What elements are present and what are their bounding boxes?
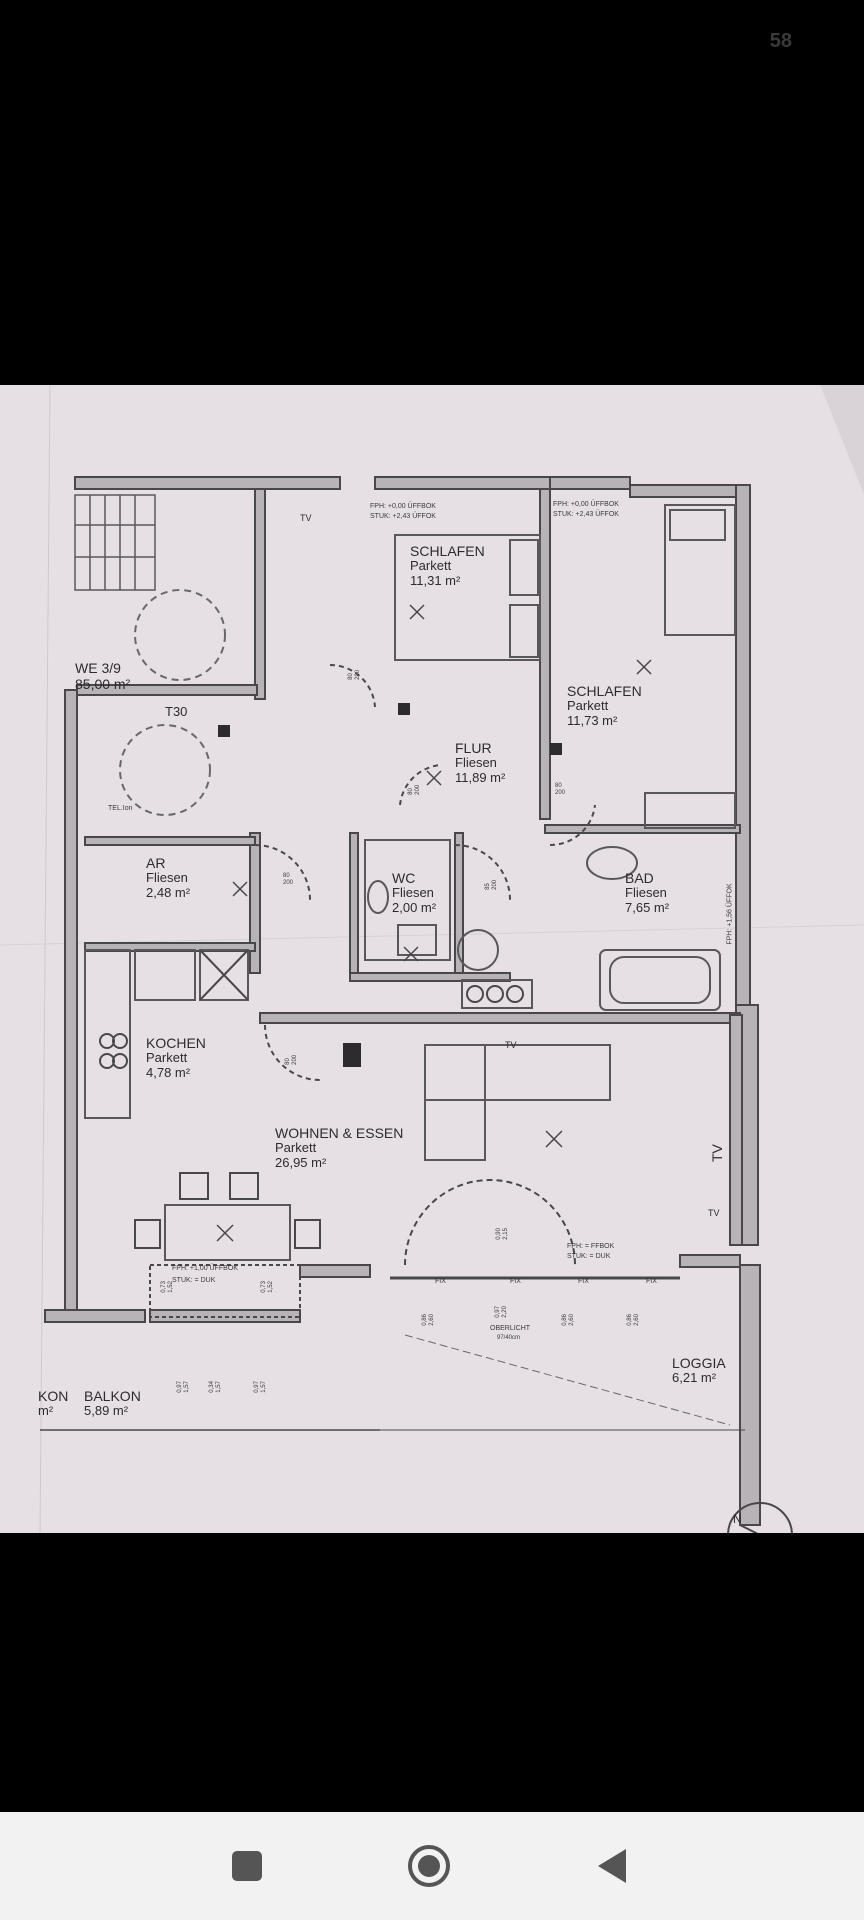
dim-door-3: 80 200 <box>555 783 566 796</box>
note-stuk-4: STUK: = DUK <box>172 1277 216 1284</box>
dim-window-3: 0,86 2,60 <box>561 1314 575 1326</box>
back-button[interactable] <box>588 1842 636 1890</box>
recents-button[interactable] <box>223 1842 271 1890</box>
dim-window-2: 0,97 2,20 <box>494 1306 508 1318</box>
room-loggia: LOGGIA 6,21 m² <box>672 1355 726 1386</box>
room-schlafen-1: SCHLAFEN Parkett 11,31 m² <box>410 543 485 589</box>
dim-window-1: 0,86 2,60 <box>421 1314 435 1326</box>
note-fph-1: FPH: +0,00 ÜFFBOK <box>370 503 436 510</box>
note-tv-wall: TV <box>708 1144 725 1162</box>
note-fix-4: FIX <box>646 1278 657 1285</box>
dim-door-1: 80 200 <box>348 669 362 680</box>
dim-window-4: 0,86 2,60 <box>626 1314 640 1326</box>
floor-plan-drawing <box>0 385 864 1533</box>
note-stuk-3: STUK: = DUK <box>567 1253 611 1260</box>
note-tv-sat: TV <box>708 1208 720 1218</box>
note-tv-2: TV <box>505 1040 517 1050</box>
dim-kitchen-window-2: 0,73 1,52 <box>260 1281 274 1293</box>
room-balkon: BALKON 5,89 m² <box>84 1388 141 1419</box>
note-fph-3: FPH: = FFBOK <box>567 1243 615 1250</box>
compass-n: N <box>733 1512 742 1526</box>
home-button[interactable] <box>405 1842 453 1890</box>
note-fix-1: FIX <box>435 1278 446 1285</box>
dim-balkon-3: 0,97 1,57 <box>253 1381 267 1393</box>
note-stuk-1: STUK: +2,43 ÜFFOK <box>370 513 436 520</box>
unit-label: WE 3/9 85,00 m² <box>75 660 131 693</box>
room-ar: AR Fliesen 2,48 m² <box>146 855 191 901</box>
circle-icon <box>408 1845 450 1887</box>
note-fix-2: FIX <box>510 1278 521 1285</box>
dim-door-2: 80 200 <box>408 784 422 795</box>
room-schlafen-2: SCHLAFEN Parkett 11,73 m² <box>567 683 642 729</box>
note-oberlicht-dim: 97/40cm <box>497 1335 521 1341</box>
t30-label: T30 <box>165 704 188 719</box>
square-icon <box>232 1851 262 1881</box>
dim-balkon-2: 0,34 1,57 <box>208 1381 222 1393</box>
note-fph-4: FPH: +1,00 ÜFFBOK <box>172 1265 238 1272</box>
room-kochen: KOCHEN Parkett 4,78 m² <box>146 1035 206 1081</box>
page-counter: 58 <box>769 30 792 52</box>
note-stuk-2: STUK: +2,43 ÜFFOK <box>553 511 619 518</box>
android-navigation-bar <box>0 1812 864 1920</box>
note-fph-2: FPH: +0,00 ÜFFBOK <box>553 501 619 508</box>
dim-door-8: 0,90 2,15 <box>495 1228 509 1240</box>
dim-door-5: 80 200 <box>283 873 294 886</box>
note-fix-3: FIX <box>578 1278 589 1285</box>
dim-kitchen-window-1: 0,73 1,52 <box>160 1281 174 1293</box>
dim-door-6: 80 200 <box>285 1054 299 1065</box>
room-bad: BAD Fliesen 7,65 m² <box>625 870 670 916</box>
floor-plan-photo: WE 3/9 85,00 m² T30 TEL.Ion SCHLAFEN Par… <box>0 385 864 1533</box>
dim-door-4: 85 200 <box>485 879 499 890</box>
dim-balkon-1: 0,97 1,57 <box>176 1381 190 1393</box>
note-oberlicht: OBERLICHT <box>490 1325 531 1332</box>
room-flur: FLUR Fliesen 11,89 m² <box>455 740 506 786</box>
room-wc: WC Fliesen 2,00 m² <box>392 870 437 916</box>
note-tv-1: TV <box>300 513 312 523</box>
room-balkon-cut: KON m² <box>38 1388 69 1419</box>
room-wohnen-essen: WOHNEN & ESSEN Parkett 26,95 m² <box>275 1125 404 1171</box>
back-triangle-icon <box>598 1849 626 1883</box>
tel-label: TEL.Ion <box>108 805 133 812</box>
note-bad-side: FPH: +1,56 ÜFFOK <box>726 883 734 945</box>
